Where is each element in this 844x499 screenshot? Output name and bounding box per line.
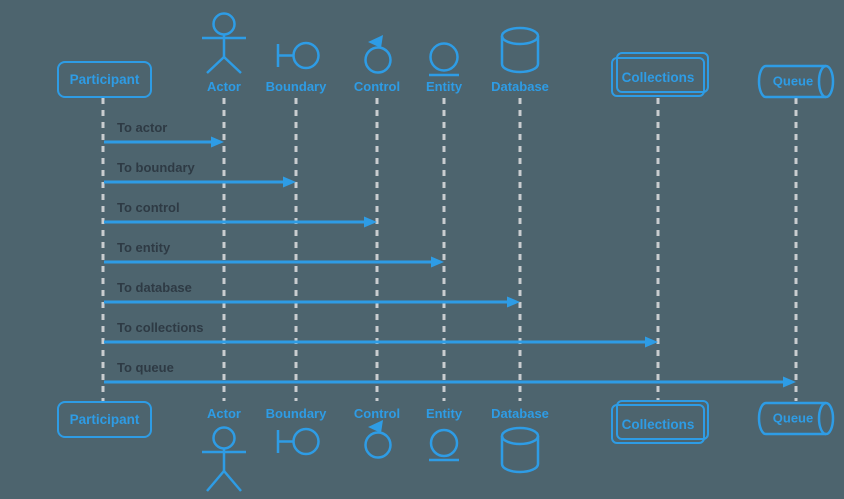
message-arrow-to-actor: [104, 136, 224, 148]
message-label-to-database: To database: [117, 280, 192, 295]
column-label-control-top: Control: [353, 79, 401, 94]
column-label-entity-bottom: Entity: [425, 406, 463, 421]
collections-label-bottom: Collections: [621, 416, 695, 432]
collections-node-bottom: Collections: [611, 404, 705, 444]
message-arrow-to-database: [104, 296, 520, 308]
queue-label-bottom: Queue: [772, 410, 814, 426]
column-label-boundary-bottom: Boundary: [265, 406, 327, 421]
message-label-to-entity: To entity: [117, 240, 171, 255]
participant-node-top: Participant: [57, 61, 152, 98]
participant-label-bottom: Participant: [69, 412, 140, 427]
message-arrow-to-entity: [104, 256, 444, 268]
actor-icon-top: [202, 12, 246, 74]
collections-label-top: Collections: [621, 69, 695, 85]
message-label-to-collections: To collections: [117, 320, 204, 335]
message-label-to-queue: To queue: [117, 360, 174, 375]
actor-icon-bottom: [202, 426, 246, 492]
collections-node-back-top: [616, 52, 709, 93]
message-arrow-to-boundary: [104, 176, 296, 188]
message-label-to-control: To control: [117, 200, 180, 215]
column-label-control-bottom: Control: [353, 406, 401, 421]
message-label-to-actor: To actor: [117, 120, 168, 135]
database-cylinder-icon-top: [500, 26, 540, 74]
lifelines: [101, 98, 798, 401]
message-arrow-to-collections: [104, 336, 658, 348]
control-rotation-icon-bottom: [364, 420, 392, 459]
queue-cylinder-shape-top: [757, 64, 835, 99]
collections-node-back-bottom: [616, 400, 709, 440]
participant-node-bottom: Participant: [57, 401, 152, 438]
column-label-entity-top: Entity: [425, 79, 463, 94]
message-arrow-to-queue: [104, 376, 796, 388]
message-arrows: [104, 136, 796, 388]
boundary-icon-top: [276, 41, 320, 70]
entity-circle-underline-icon-top: [429, 42, 459, 77]
queue-cylinder-shape-bottom: [757, 401, 835, 436]
column-label-actor-bottom: Actor: [207, 406, 241, 421]
participant-label-top: Participant: [69, 72, 140, 87]
message-label-to-boundary: To boundary: [117, 160, 195, 175]
column-label-database-top: Database: [491, 79, 549, 94]
column-label-actor-top: Actor: [207, 79, 241, 94]
control-rotation-icon-top: [364, 35, 392, 74]
message-arrow-to-control: [104, 216, 377, 228]
queue-label-top: Queue: [772, 73, 814, 89]
column-label-boundary-top: Boundary: [265, 79, 327, 94]
boundary-icon-bottom: [276, 427, 320, 456]
column-label-database-bottom: Database: [491, 406, 549, 421]
collections-node-top: Collections: [611, 57, 705, 97]
database-cylinder-icon-bottom: [500, 426, 540, 474]
entity-circle-underline-icon-bottom: [429, 428, 459, 462]
